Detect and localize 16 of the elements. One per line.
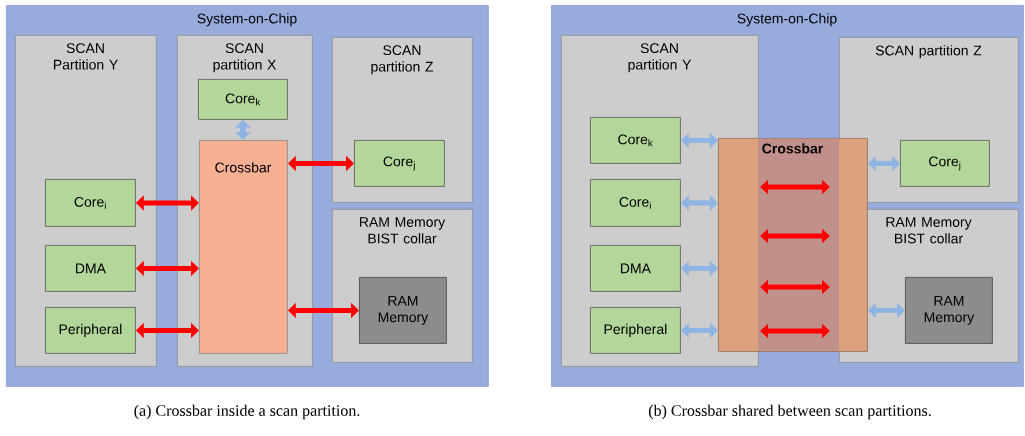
memory-box: RAM Memory [359,277,447,344]
core-box: Core$_{k}$ [198,79,288,120]
core-box: Core$_{i}$ [590,179,681,227]
crossbar-box: Crossbar [199,140,288,354]
core-box: Core$_{j}$ [354,140,445,187]
core-box: Core$_{j}$ [900,140,990,187]
core-box: Peripheral [45,307,136,354]
crossbar-box: Crossbar [718,138,868,352]
core-box: DMA [45,245,136,292]
core-box: Core$_{i}$ [45,179,136,227]
core-box: DMA [590,245,681,292]
caption: (a) Crossbar inside a scan partition. [134,404,360,420]
caption: (b) Crossbar shared between scan partitions. [649,404,931,420]
core-box: Peripheral [590,307,681,354]
core-box: Core$_{k}$ [590,117,681,164]
memory-box: RAM Memory [905,277,993,344]
